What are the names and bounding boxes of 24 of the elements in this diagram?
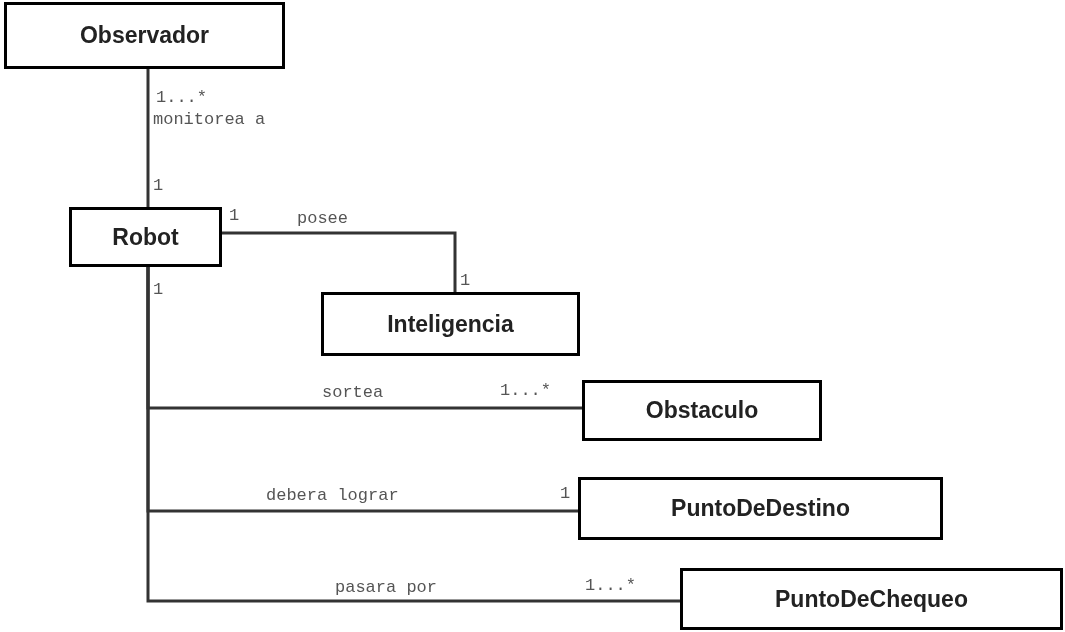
multiplicity-label: 1	[560, 484, 571, 504]
association-line	[146, 267, 680, 603]
multiplicity-label: 1...*	[585, 576, 636, 596]
class-box	[4, 2, 285, 69]
class-name: PuntoDeChequeo	[775, 585, 968, 613]
multiplicity-label: 1...*	[156, 88, 207, 108]
class-box	[69, 207, 222, 267]
class-box	[680, 568, 1063, 630]
multiplicity-label: 1	[229, 206, 240, 226]
class-box	[321, 292, 580, 356]
class-name: Inteligencia	[387, 310, 514, 338]
class-name: Obstaculo	[645, 397, 759, 424]
class-box	[582, 380, 822, 441]
multiplicity-label: 1	[153, 280, 164, 300]
association-line	[146, 69, 150, 207]
association-line	[222, 231, 457, 292]
class-name: PuntoDeDestino	[671, 495, 850, 522]
multiplicity-label: 1	[153, 176, 164, 196]
class-name: Observador	[79, 22, 210, 49]
class-name: Robot	[112, 223, 179, 251]
multiplicity-label: 1...*	[500, 381, 551, 401]
class-box	[578, 477, 943, 540]
edge-label: debera lograr	[266, 486, 399, 506]
multiplicity-label: 1	[460, 271, 471, 291]
